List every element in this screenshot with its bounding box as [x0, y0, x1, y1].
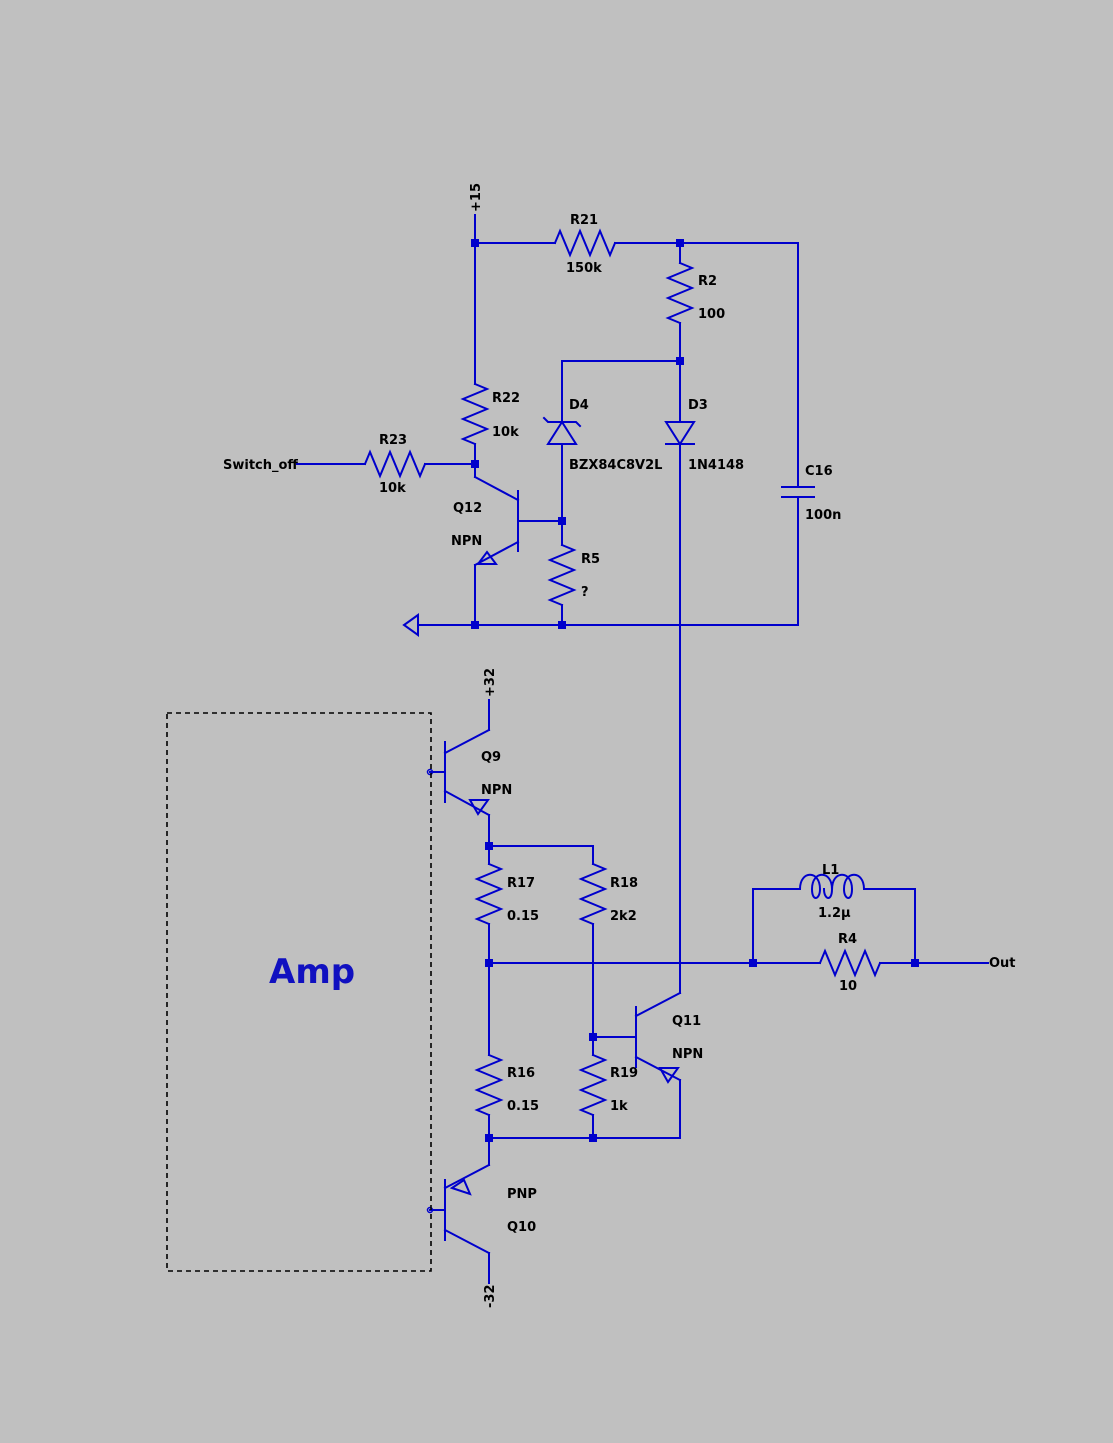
q10-base-pin [426, 1206, 434, 1214]
resistor-r17 [474, 862, 504, 926]
diode-d4 [542, 416, 582, 445]
r2-ref: R2 [698, 274, 717, 289]
r4-ref: R4 [838, 932, 857, 947]
inductor-l1 [798, 873, 871, 899]
resistor-r16 [474, 1053, 504, 1117]
r5-value: ? [581, 585, 589, 600]
d3-value: 1N4148 [688, 458, 744, 473]
r19-value: 1k [610, 1099, 628, 1114]
wires-bottom [429, 699, 989, 1284]
r17-value: 0.15 [507, 909, 539, 924]
capacitor-c16 [781, 486, 815, 498]
c16-value: 100n [805, 508, 841, 523]
d4-value: BZX84C8V2L [569, 458, 662, 473]
r17-ref: R17 [507, 876, 535, 891]
amp-block-label: Amp [269, 952, 355, 992]
r22-ref: R22 [492, 391, 520, 406]
net-label-minus32: -32 [483, 1285, 498, 1309]
transistor-arrows [449, 550, 680, 1196]
r16-ref: R16 [507, 1066, 535, 1081]
l1-value: 1.2µ [818, 906, 851, 921]
q12-ref: Q12 [453, 501, 482, 516]
net-label-switch-off: Switch_off [223, 458, 298, 473]
l1-ref: L1 [822, 863, 839, 878]
r23-ref: R23 [379, 433, 407, 448]
resistor-r21 [553, 228, 617, 258]
r23-value: 10k [379, 481, 406, 496]
q9-value: NPN [481, 783, 512, 798]
net-label-plus32: +32 [483, 668, 498, 697]
resistor-r23 [363, 449, 427, 479]
resistors [363, 228, 882, 1117]
q10-value: PNP [507, 1187, 537, 1202]
r18-ref: R18 [610, 876, 638, 891]
d3-ref: D3 [688, 398, 708, 413]
r22-value: 10k [492, 425, 519, 440]
resistor-r22 [460, 382, 490, 446]
r5-ref: R5 [581, 552, 600, 567]
r19-ref: R19 [610, 1066, 638, 1081]
q9-ref: Q9 [481, 750, 501, 765]
q11-value: NPN [672, 1047, 703, 1062]
d4-ref: D4 [569, 398, 589, 413]
resistor-r19 [578, 1053, 608, 1117]
ground-symbol [402, 613, 419, 637]
q12-value: NPN [451, 534, 482, 549]
resistor-r2 [665, 261, 695, 325]
r2-value: 100 [698, 307, 725, 322]
r4-value: 10 [839, 979, 857, 994]
diode-d3 [664, 421, 696, 446]
net-label-plus15: +15 [469, 183, 484, 212]
c16-ref: C16 [805, 464, 833, 479]
q9-base-pin [426, 768, 434, 776]
junction-dots [471, 239, 919, 1142]
r18-value: 2k2 [610, 909, 637, 924]
q11-ref: Q11 [672, 1014, 701, 1029]
wires-top [296, 214, 799, 994]
amp-block [166, 712, 432, 1272]
r21-ref: R21 [570, 213, 598, 228]
r16-value: 0.15 [507, 1099, 539, 1114]
r21-value: 150k [566, 261, 602, 276]
q10-ref: Q10 [507, 1220, 536, 1235]
net-label-out: Out [989, 956, 1016, 971]
resistor-r5 [547, 543, 577, 607]
resistor-r4 [818, 948, 882, 978]
resistor-r18 [578, 862, 608, 926]
